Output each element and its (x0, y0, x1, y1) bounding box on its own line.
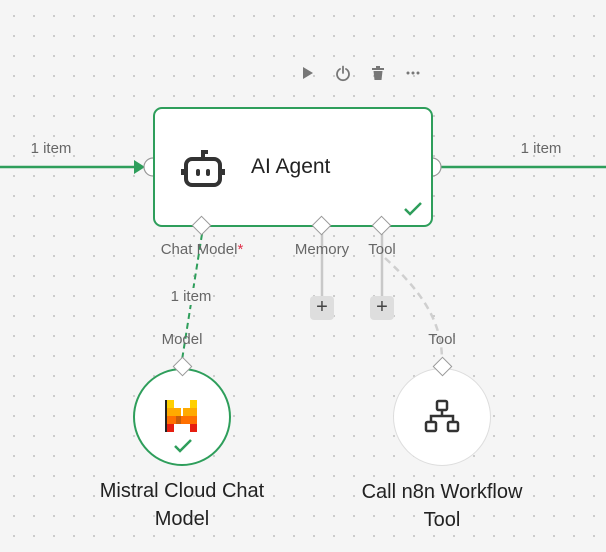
mistral-output-port (172, 356, 193, 377)
robot-icon (181, 150, 225, 187)
check-icon (174, 439, 192, 453)
chat-model-port (191, 215, 212, 236)
tool-port (371, 215, 392, 236)
check-icon (404, 202, 422, 216)
workflow-icon (424, 399, 460, 433)
tool-output-port (432, 356, 453, 377)
tool-connection (384, 257, 444, 361)
model-edge-label: 1 item (170, 288, 212, 305)
play-icon[interactable] (298, 64, 316, 82)
trash-icon[interactable] (369, 64, 387, 82)
add-tool-button[interactable]: + (370, 296, 394, 320)
mistral-logo-icon (165, 400, 197, 432)
memory-port (311, 215, 332, 236)
tool-input-port-label: Tool (428, 331, 456, 348)
tool-port-label: Tool (368, 241, 396, 258)
output-edge-label: 1 item (520, 140, 562, 157)
node-title: AI Agent (251, 155, 331, 178)
ai-agent-node[interactable]: AI Agent (153, 107, 433, 227)
more-icon[interactable] (404, 64, 422, 82)
call-workflow-tool-node[interactable] (393, 368, 491, 466)
power-icon[interactable] (334, 64, 352, 82)
memory-port-label: Memory (294, 241, 350, 258)
input-edge-label: 1 item (30, 140, 72, 157)
arrow-icon (134, 160, 145, 174)
model-port-label: Model (161, 331, 203, 348)
add-memory-button[interactable]: + (310, 296, 334, 320)
mistral-chat-model-node[interactable] (133, 368, 231, 466)
chat-model-port-label: Chat Model* (160, 241, 244, 258)
